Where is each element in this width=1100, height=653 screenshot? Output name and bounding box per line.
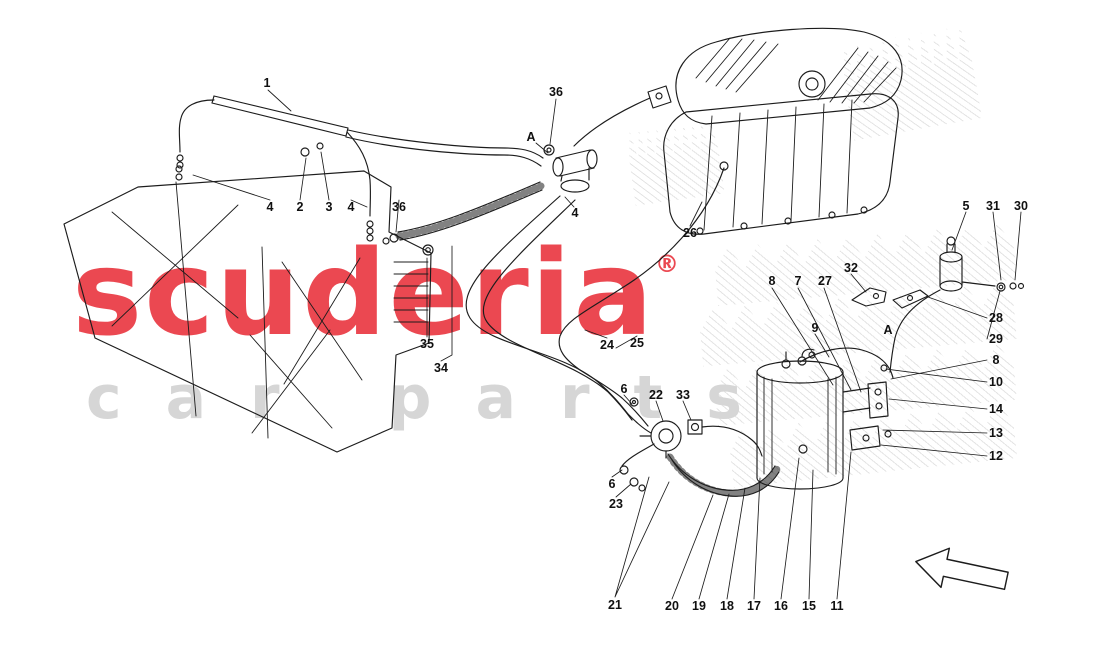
part-label-8: 8	[992, 353, 1000, 367]
part-label-34: 34	[434, 361, 448, 375]
part-label-4: 4	[571, 206, 579, 220]
corrugated-hose	[382, 181, 545, 256]
part-label-21: 21	[608, 598, 622, 612]
part-label-30: 30	[1014, 199, 1028, 213]
vapour-hoses	[465, 167, 725, 427]
part-label-36: 36	[392, 200, 406, 214]
part-label-A: A	[883, 323, 893, 337]
part-label-23: 23	[609, 497, 623, 511]
part-label-5: 5	[962, 199, 970, 213]
drain-corrugated-hose	[666, 453, 781, 497]
watermark-primary: scuderia®	[72, 234, 679, 352]
part-label-18: 18	[720, 599, 734, 613]
part-label-14: 14	[989, 402, 1003, 416]
part-label-28: 28	[989, 311, 1003, 325]
part-label-4: 4	[266, 200, 274, 214]
direction-arrow-icon	[915, 547, 1009, 591]
part-label-17: 17	[747, 599, 761, 613]
part-label-16: 16	[774, 599, 788, 613]
part-label-12: 12	[989, 449, 1003, 463]
part-label-32: 32	[844, 261, 858, 275]
part-label-1: 1	[263, 76, 271, 90]
part-label-22: 22	[649, 388, 663, 402]
part-label-10: 10	[989, 375, 1003, 389]
part-label-20: 20	[665, 599, 679, 613]
part-label-27: 27	[818, 274, 832, 288]
part-label-2: 2	[296, 200, 304, 214]
part-label-36: 36	[549, 85, 563, 99]
canister-brackets	[842, 287, 929, 451]
leader-lines	[192, 89, 1022, 600]
part-label-29: 29	[989, 332, 1003, 346]
part-label-11: 11	[830, 599, 844, 613]
part-label-8: 8	[768, 274, 776, 288]
watermark-primary-text: scuderia	[72, 224, 655, 362]
canister-to-valve-hose	[799, 289, 941, 379]
part-label-3: 3	[325, 200, 333, 214]
fuel-tank	[63, 165, 432, 453]
part-label-25: 25	[630, 336, 644, 350]
part-label-13: 13	[989, 426, 1003, 440]
vent-valve	[939, 236, 1025, 292]
intake-manifold	[573, 27, 903, 235]
part-label-9: 9	[811, 321, 819, 335]
part-label-35: 35	[420, 337, 434, 351]
part-label-7: 7	[794, 274, 802, 288]
part-label-15: 15	[802, 599, 816, 613]
part-label-31: 31	[986, 199, 1000, 213]
registered-mark-icon: ®	[654, 250, 679, 278]
part-label-24: 24	[600, 338, 614, 352]
part-label-6: 6	[608, 477, 616, 491]
part-label-33: 33	[676, 388, 690, 402]
part-label-19: 19	[692, 599, 706, 613]
vent-pipe-assembly	[176, 95, 544, 242]
part-label-26: 26	[683, 226, 697, 240]
part-label-4: 4	[347, 200, 355, 214]
part-label-A: A	[526, 130, 536, 144]
part-label-6: 6	[620, 382, 628, 396]
